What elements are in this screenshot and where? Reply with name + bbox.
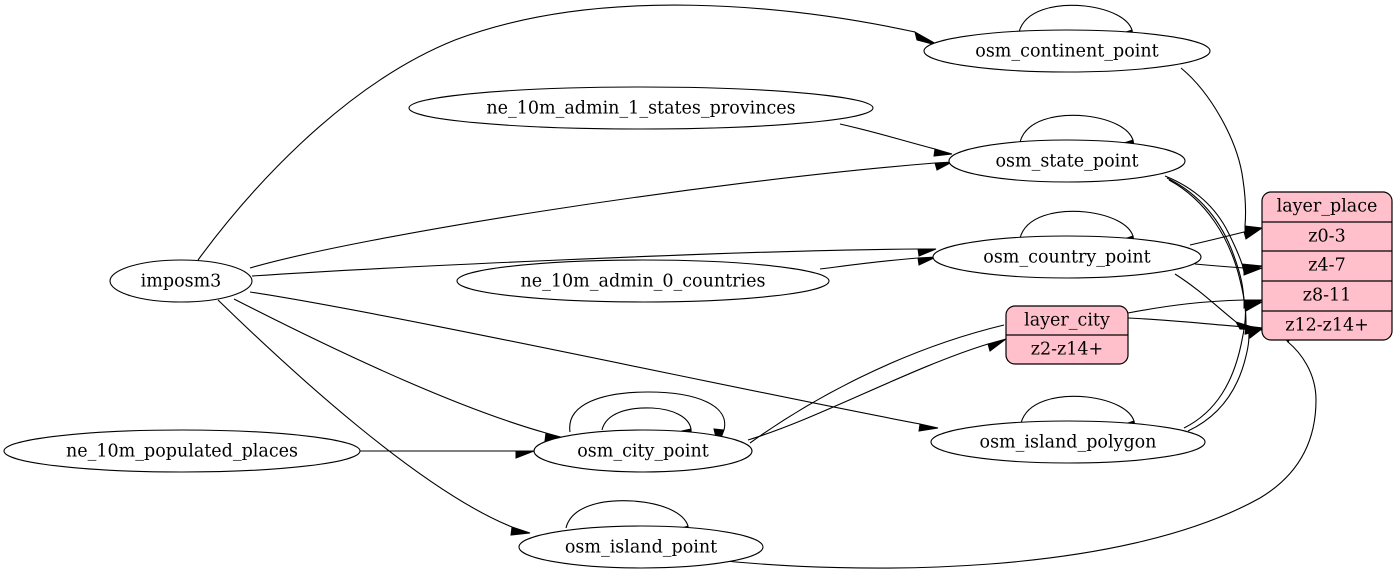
- record-title-layer_city: layer_city: [1024, 311, 1110, 331]
- edge-osm_state_point-to-layer_place-z8-11: [1166, 177, 1263, 309]
- node-osm_island_polygon[interactable]: osm_island_polygon: [930, 420, 1206, 464]
- edge-imposm3-to-osm_island_polygon: [249, 291, 939, 432]
- edge-imposm3-to-osm_city_point: [233, 298, 565, 442]
- node-label-imposm3: imposm3: [141, 272, 222, 292]
- node-ne_10m_populated_places[interactable]: ne_10m_populated_places: [3, 429, 361, 473]
- edge-ne_states-to-osm_state_point: [839, 123, 953, 157]
- record-row-layer_place-0[interactable]: z0-3: [1308, 227, 1345, 247]
- node-osm_city_point[interactable]: osm_city_point: [533, 429, 753, 473]
- node-label-osm_continent_point: osm_continent_point: [975, 42, 1158, 62]
- edge-osm_island_polygon-to-layer_place-z12-z14: [1187, 327, 1264, 432]
- node-label-osm_city_point: osm_city_point: [577, 442, 709, 462]
- edge-osm_country_point-to-layer_place-z0-3: [1189, 227, 1263, 246]
- record-row-layer_place-1[interactable]: z4-7: [1308, 256, 1345, 276]
- node-ne_10m_admin_1_states_provinces[interactable]: ne_10m_admin_1_states_provinces: [408, 86, 874, 130]
- record-title-layer_place: layer_place: [1277, 197, 1378, 217]
- node-label-osm_island_polygon: osm_island_polygon: [980, 433, 1157, 453]
- edge-osm_island_polygon-to-layer_place-z8-11: [1183, 301, 1263, 429]
- edge-osm_country_point-to-layer_place-z4-7: [1194, 263, 1263, 276]
- edge-ne_populated-to-osm_city_point: [360, 450, 535, 459]
- node-label-osm_island_point: osm_island_point: [565, 538, 717, 558]
- node-osm_country_point[interactable]: osm_country_point: [932, 235, 1202, 279]
- node-label-osm_country_point: osm_country_point: [983, 248, 1150, 268]
- node-ne_10m_admin_0_countries[interactable]: ne_10m_admin_0_countries: [456, 259, 830, 303]
- edge-layer_city-to-layer_place-z8-11: [1127, 299, 1263, 314]
- edge-ne_countries-to-osm_country_point: [819, 256, 937, 270]
- record-row-layer_city-0[interactable]: z2-z14+: [1031, 340, 1103, 360]
- edge-osm_city_point-to-layer_city-z2-z14: [747, 338, 1007, 441]
- edge-imposm3-to-osm_state_point: [249, 161, 953, 269]
- node-label-osm_state_point: osm_state_point: [995, 152, 1138, 172]
- node-label-ne_countries: ne_10m_admin_0_countries: [521, 272, 766, 292]
- edge-layer_city-to-layer_place-z12-z14: [1127, 317, 1264, 335]
- edge-crossing-to-osm_city_point: [749, 324, 1005, 444]
- record-row-layer_place-3[interactable]: z12-z14+: [1285, 316, 1369, 336]
- node-osm_continent_point[interactable]: osm_continent_point: [923, 29, 1211, 73]
- edge-imposm3-to-osm_island_point: [217, 299, 531, 536]
- edge-imposm3-to-osm_continent_point: [197, 4, 941, 261]
- node-osm_island_point[interactable]: osm_island_point: [518, 525, 764, 569]
- record-row-layer_place-2[interactable]: z8-11: [1303, 286, 1352, 306]
- node-osm_state_point[interactable]: osm_state_point: [948, 139, 1186, 183]
- record-node-layer_place[interactable]: layer_place z0-3 z4-7 z8-11 z12-z14+: [1261, 191, 1393, 341]
- edge-imposm3-to-osm_country_point: [251, 248, 937, 277]
- record-node-layer_city[interactable]: layer_city z2-z14+: [1005, 305, 1129, 365]
- node-label-ne_populated: ne_10m_populated_places: [66, 442, 298, 462]
- edge-osm_continent_point-to-layer_place-z0-3: [1180, 67, 1263, 234]
- node-label-ne_states: ne_10m_admin_1_states_provinces: [486, 99, 795, 119]
- node-imposm3[interactable]: imposm3: [109, 259, 253, 303]
